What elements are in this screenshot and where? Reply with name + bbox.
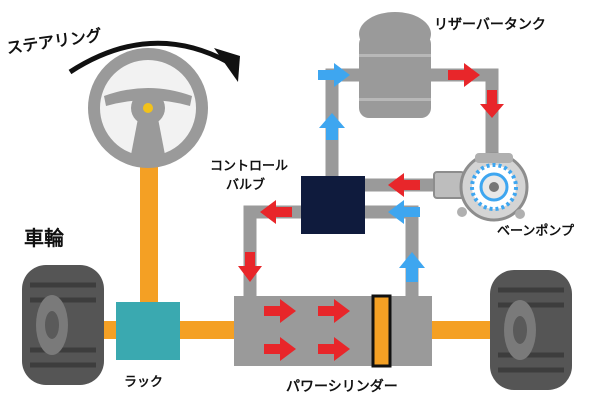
arrow-red-right (264, 299, 296, 323)
label-control-valve-line1: コントロール (210, 159, 289, 174)
steering-wheel (88, 48, 208, 168)
arrow-blue-up (399, 252, 425, 282)
pipe-tank-to-pump (425, 68, 499, 157)
label-power-cylinder: パワーシリンダー (286, 379, 398, 395)
arrow-red-down (480, 90, 504, 118)
flow-arrows (238, 63, 504, 361)
arrow-red-right (448, 63, 480, 87)
arrow-red-right (264, 337, 296, 361)
arrow-red-down (238, 252, 262, 282)
rack-box (116, 302, 180, 360)
pipe-valve-left-down (243, 205, 308, 303)
label-wheel: 車輪 (24, 226, 64, 250)
cylinder-piston (371, 294, 392, 368)
label-control-valve-line2: バルブ (226, 178, 266, 193)
arrow-red-left (388, 173, 420, 197)
vane-pump (433, 152, 529, 222)
control-valve (301, 176, 365, 234)
label-rack: ラック (124, 375, 164, 390)
left-wheel (22, 265, 104, 385)
rotation-arrow (68, 40, 240, 82)
arrow-red-right (318, 337, 350, 361)
label-reservoir-tank: リザーバータンク (434, 17, 546, 33)
arrow-red-left (260, 200, 292, 224)
arrow-blue-left (388, 200, 420, 224)
arrow-blue-right (318, 63, 350, 87)
steering-shaft (140, 160, 158, 305)
arrow-blue-up (319, 113, 345, 140)
right-wheel (490, 270, 572, 390)
arrow-red-right (318, 299, 350, 323)
reservoir-tank (359, 12, 431, 118)
pipe-right-up-to-valve (359, 205, 419, 303)
label-vane-pump: ベーンポンプ (497, 224, 574, 239)
